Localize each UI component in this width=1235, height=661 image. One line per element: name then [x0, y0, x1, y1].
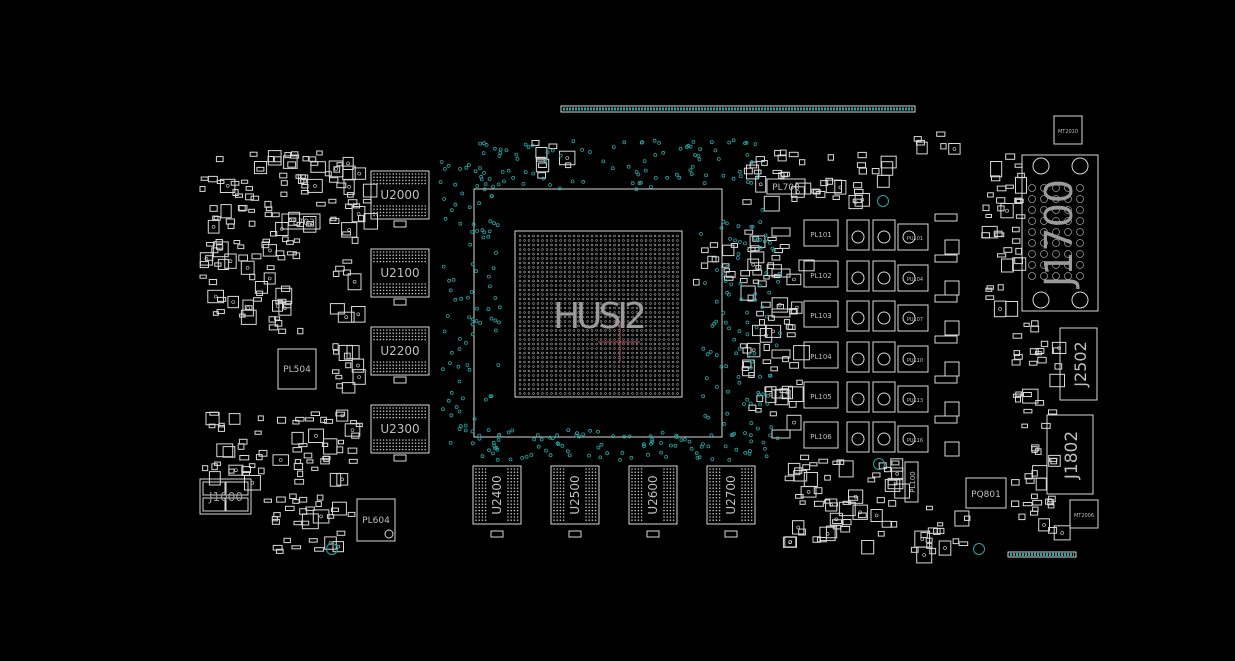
inductor-pl100-label: PL100 — [909, 471, 917, 492]
mount-mt2006[interactable]: MT2006 — [1069, 499, 1099, 529]
via-field — [326, 138, 985, 555]
memory-chip-u2100[interactable]: U2100 — [370, 248, 430, 306]
inductor-label: PL103 — [810, 312, 831, 320]
inductor-pl702[interactable]: PL702 — [281, 213, 321, 230]
memory-chip-u2000[interactable]: U2000 — [370, 170, 430, 228]
memory-chip-u2700[interactable]: U2700 — [706, 465, 756, 538]
inductor-label: PL104 — [810, 353, 832, 361]
inductor-pl702-label: PL702 — [287, 218, 315, 228]
connector-j1700[interactable]: J1700 — [1021, 154, 1099, 312]
memory-chip-label: U2700 — [724, 475, 738, 514]
inductor-label: PL105 — [810, 393, 831, 401]
inductor-pl700[interactable]: PL700 — [766, 178, 806, 195]
inductor-pl700-label: PL700 — [772, 183, 800, 193]
memory-chip-u2500[interactable]: U2500 — [550, 465, 600, 538]
inductor-pl604[interactable]: PL604 — [356, 498, 396, 542]
connector-j1700-label: J1700 — [1037, 179, 1081, 289]
memory-chip-label: U2100 — [380, 266, 419, 280]
passive-components — [199, 131, 1071, 564]
memory-chip-label: U2400 — [490, 475, 504, 514]
memory-chip-label: U2600 — [646, 475, 660, 514]
memory-chip-u2200[interactable]: U2200 — [370, 326, 430, 384]
memory-chip-u2400[interactable]: U2400 — [472, 465, 522, 538]
inductor-pl604-label: PL604 — [362, 516, 390, 526]
mount-mt2010-label: MT2010 — [1058, 129, 1078, 135]
power-ic-label: PU116 — [907, 438, 923, 444]
power-ic-label: PU101 — [907, 236, 923, 242]
memory-chip-u2600[interactable]: U2600 — [628, 465, 678, 538]
mount-mt2006-label: MT2006 — [1074, 513, 1094, 519]
mount-mt2010[interactable]: MT2010 — [1053, 115, 1083, 145]
mosfet-pq801[interactable]: PQ801 — [965, 477, 1007, 509]
inductor-label: PL102 — [810, 272, 831, 280]
connector-j1802[interactable]: J1802 — [1046, 414, 1094, 495]
gpu-package[interactable]: HUSI2 — [473, 188, 723, 438]
inductor-pl100[interactable]: PL100 — [904, 461, 919, 503]
gpu-label: HUSI2 — [553, 296, 644, 337]
inductor-pl504[interactable]: PL504 — [277, 348, 317, 390]
gpu-center-crosshair — [598, 322, 640, 362]
inductor-label: PL106 — [810, 433, 832, 441]
memory-chip-label: U2000 — [380, 188, 419, 202]
power-ic-label: PU113 — [907, 398, 923, 404]
connector-j1802-label: J1802 — [1062, 431, 1082, 480]
power-ic-label: PU107 — [907, 317, 923, 323]
top-edge-connector — [560, 105, 916, 113]
inductor-label: PL101 — [810, 231, 831, 239]
memory-chip-u2300[interactable]: U2300 — [370, 404, 430, 462]
connector-j1000[interactable]: J1000 — [199, 478, 252, 515]
mosfet-pq801-label: PQ801 — [971, 490, 1001, 500]
connector-j2502-label: J2502 — [1071, 341, 1090, 387]
power-ic-label: PU104 — [907, 277, 923, 283]
memory-chip-label: U2500 — [568, 475, 582, 514]
memory-chip-label: U2200 — [380, 344, 419, 358]
inductor-pl504-label: PL504 — [283, 365, 311, 375]
memory-chip-label: U2300 — [380, 422, 419, 436]
power-ic-label: PU110 — [907, 358, 923, 364]
bottom-edge-connector — [1007, 551, 1077, 558]
connector-j1000-label: J1000 — [208, 490, 243, 504]
